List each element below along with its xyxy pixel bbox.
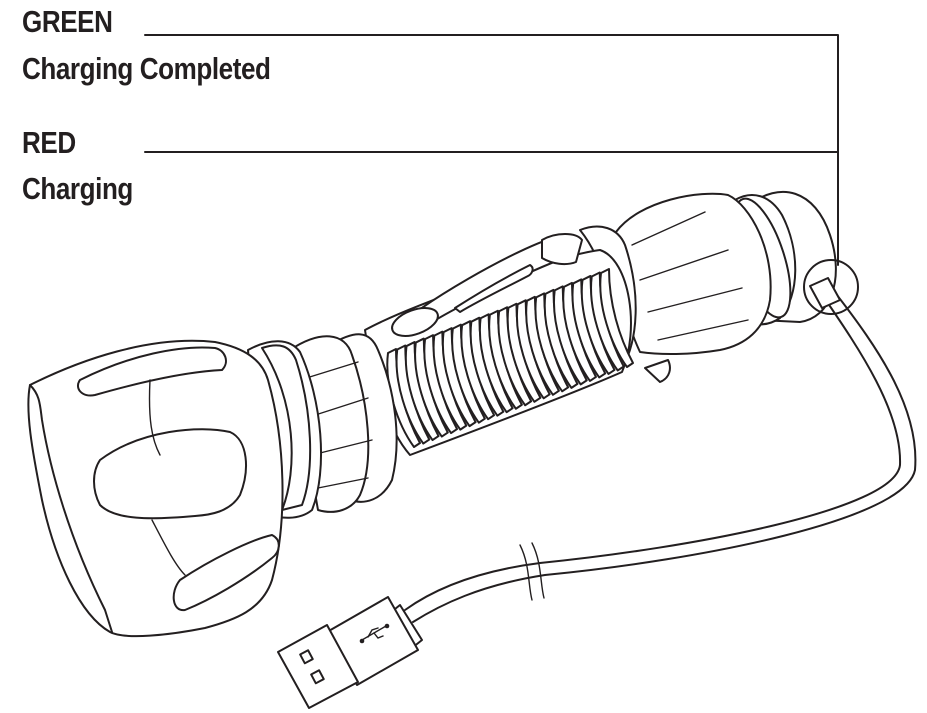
usb-plug: [278, 597, 422, 708]
head-bezel: [28, 341, 282, 636]
flashlight: [28, 192, 858, 636]
